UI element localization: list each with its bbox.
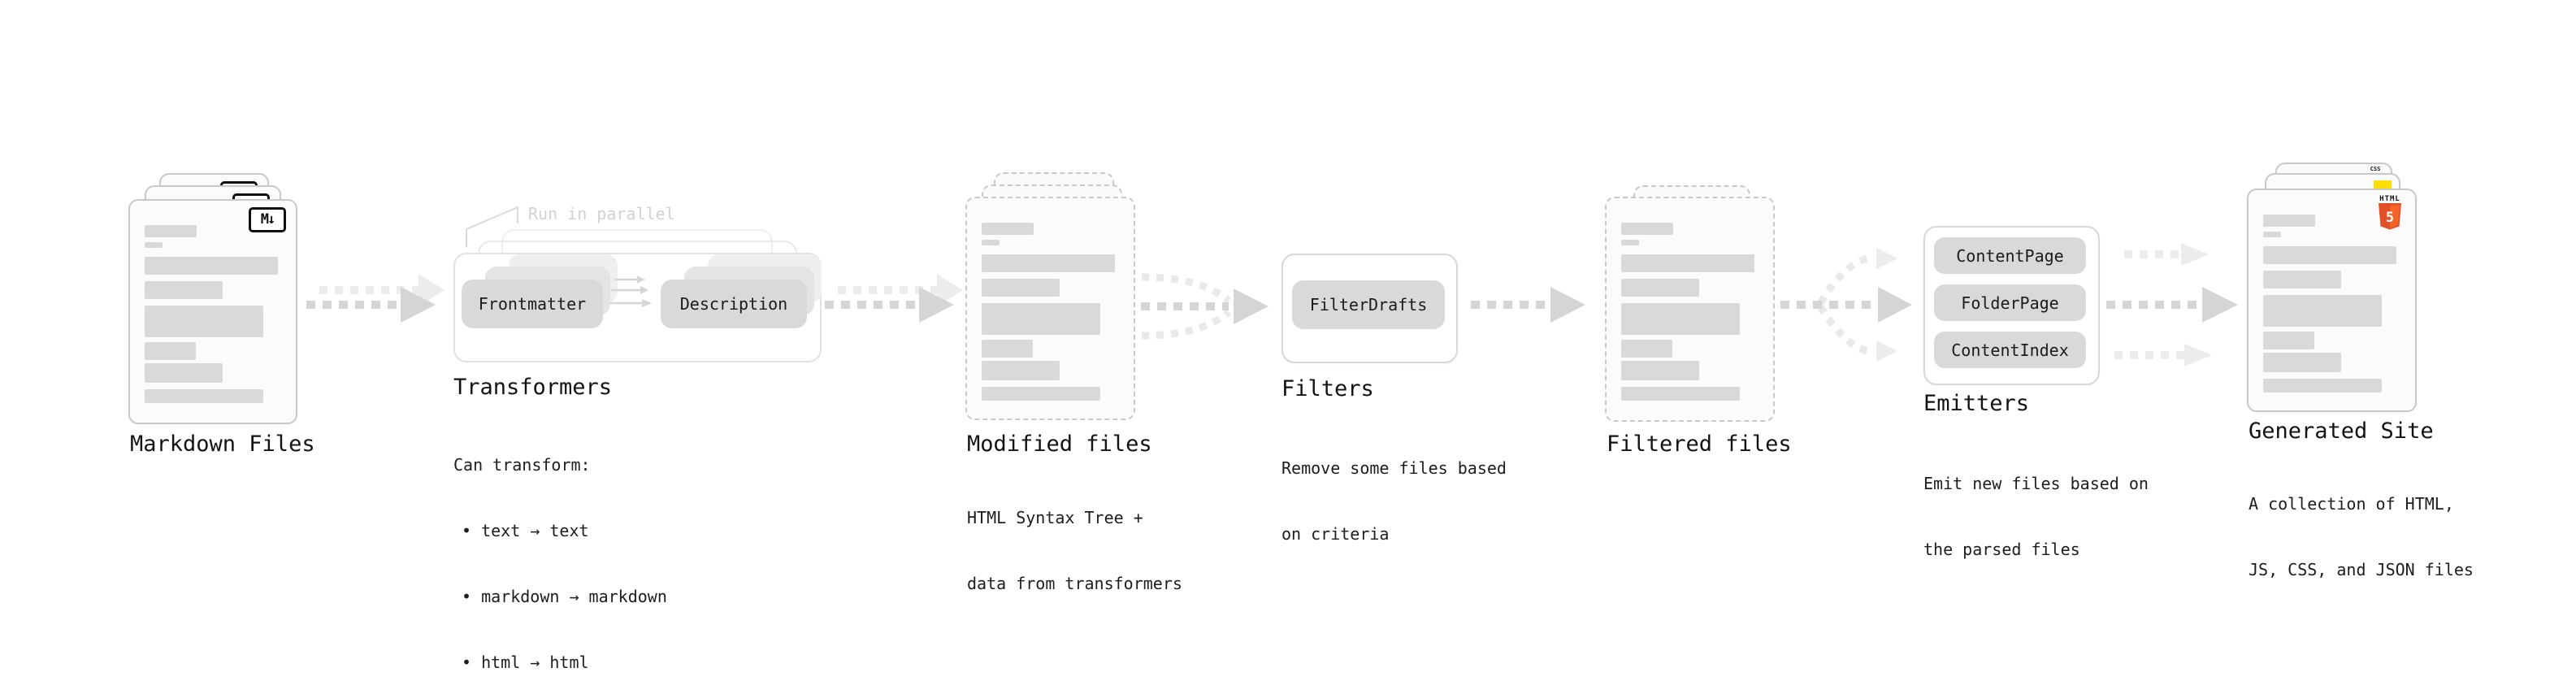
doc-text-line (2263, 353, 2341, 372)
flow-arrow-emitters-to-generated-triple (2106, 243, 2238, 367)
doc-text-line (2263, 271, 2341, 288)
caption-line: Emit new files based on (1923, 474, 2149, 493)
modified-doc-front (965, 197, 1135, 420)
emitters-caption: Emit new files based on the parsed files (1923, 429, 2149, 605)
caption-bullet: • html → html (462, 653, 589, 672)
doc-text-line (2263, 232, 2281, 237)
flow-arrow-transformers-to-modified (825, 274, 963, 323)
doc-text-line (1621, 279, 1699, 297)
html5-icon-number: 5 (2386, 210, 2394, 226)
doc-text-line (145, 342, 196, 360)
doc-text-line (1621, 254, 1754, 272)
doc-text-line (982, 387, 1100, 401)
flow-arrow-filtered-to-emitters-fanout (1780, 248, 1912, 362)
flow-arrow-filters-to-filtered (1471, 287, 1585, 323)
doc-text-line (145, 257, 278, 275)
js-file-icon (2374, 180, 2392, 189)
flow-arrow-markdown-to-transformers (306, 274, 445, 323)
stage-label-transformers: Transformers (453, 375, 613, 400)
doc-text-line (1621, 361, 1699, 380)
filters-caption: Remove some files based on criteria (1281, 414, 1507, 589)
transformer-inner-arrows (610, 275, 652, 307)
caption-line: the parsed files (1923, 540, 2080, 559)
caption-line: JS, CSS, and JSON files (2249, 560, 2474, 579)
doc-text-line (1621, 223, 1673, 235)
transformers-caption: Can transform: • text → text • markdown … (453, 410, 667, 681)
doc-content-preview (145, 225, 278, 403)
run-in-parallel-note: Run in parallel (528, 204, 675, 223)
doc-text-line (982, 223, 1034, 235)
doc-text-line (2263, 379, 2382, 393)
doc-text-line (2263, 246, 2396, 264)
doc-text-line (2263, 332, 2314, 349)
doc-content-preview (982, 223, 1115, 401)
doc-text-line (982, 240, 1000, 245)
arrow-main (825, 287, 954, 323)
doc-text-line (982, 254, 1115, 272)
doc-text-line (982, 303, 1100, 335)
doc-text-line (2263, 295, 2382, 327)
modified-caption: HTML Syntax Tree + data from transformer… (967, 463, 1182, 639)
stage-label-modified-files: Modified files (967, 432, 1152, 457)
stage-label-markdown-files: Markdown Files (130, 432, 315, 457)
transformer-pill-frontmatter: Frontmatter (462, 280, 603, 328)
transformer-pill-description: Description (661, 280, 807, 328)
doc-text-line (2263, 215, 2315, 227)
caption-line: data from transformers (967, 574, 1182, 593)
emitter-pill-contentindex: ContentIndex (1934, 332, 2086, 368)
doc-text-line (982, 279, 1060, 297)
run-in-parallel-callout-line (466, 206, 518, 247)
flow-arrow-modified-to-filters-merge (1141, 273, 1268, 340)
doc-content-preview (1621, 223, 1754, 401)
generated-caption: A collection of HTML, JS, CSS, and JSON … (2249, 449, 2474, 625)
markdown-doc-front: M↓ (128, 199, 297, 424)
doc-content-preview (2263, 215, 2396, 393)
doc-text-line (145, 363, 223, 383)
markdown-icon: M↓ (249, 207, 286, 232)
doc-text-line (145, 389, 263, 403)
generated-doc-front: HTML 5 (2247, 189, 2417, 412)
caption-bullet: • text → text (462, 521, 589, 540)
doc-text-line (1621, 340, 1672, 358)
arrow-main (306, 287, 436, 323)
stage-label-filtered-files: Filtered files (1607, 432, 1792, 457)
caption-bullet: • markdown → markdown (462, 587, 667, 606)
emitter-pill-contentpage: ContentPage (1934, 237, 2086, 274)
doc-text-line (145, 242, 163, 248)
stage-label-emitters: Emitters (1923, 391, 2030, 416)
doc-text-line (1621, 303, 1740, 335)
doc-text-line (145, 306, 263, 337)
caption-line: Can transform: (453, 455, 591, 475)
emitter-pill-folderpage: FolderPage (1934, 284, 2086, 321)
caption-line: on criteria (1281, 524, 1390, 544)
doc-text-line (1621, 240, 1639, 245)
css-icon-label: CSS (2370, 166, 2381, 172)
stage-label-generated-site: Generated Site (2249, 419, 2434, 444)
doc-text-line (982, 361, 1060, 380)
filtered-doc-front (1605, 197, 1775, 422)
caption-line: HTML Syntax Tree + (967, 508, 1143, 527)
doc-text-line (982, 340, 1033, 358)
doc-text-line (145, 281, 223, 299)
doc-text-line (1621, 387, 1740, 401)
stage-label-filters: Filters (1281, 376, 1374, 401)
filter-pill-filterdrafts: FilterDrafts (1292, 280, 1445, 329)
html5-icon-label: HTML (2379, 195, 2400, 203)
caption-line: A collection of HTML, (2249, 494, 2454, 514)
doc-text-line (145, 225, 197, 237)
html5-icon: HTML 5 (2375, 195, 2405, 231)
caption-line: Remove some files based (1281, 458, 1507, 478)
